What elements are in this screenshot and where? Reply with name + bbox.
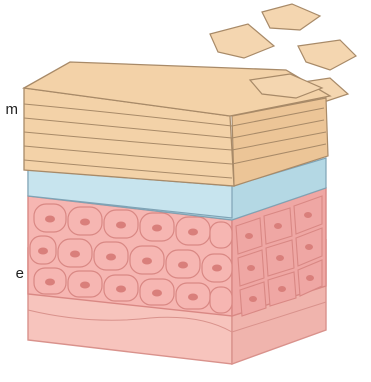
layer-label-bottom: e — [0, 266, 24, 281]
skin-flake-icon — [262, 4, 320, 30]
stratum-layer — [24, 62, 330, 186]
layer-label-top: m — [0, 102, 18, 117]
skin-flake-icon — [210, 24, 274, 58]
skin-flake-icon — [298, 40, 356, 70]
